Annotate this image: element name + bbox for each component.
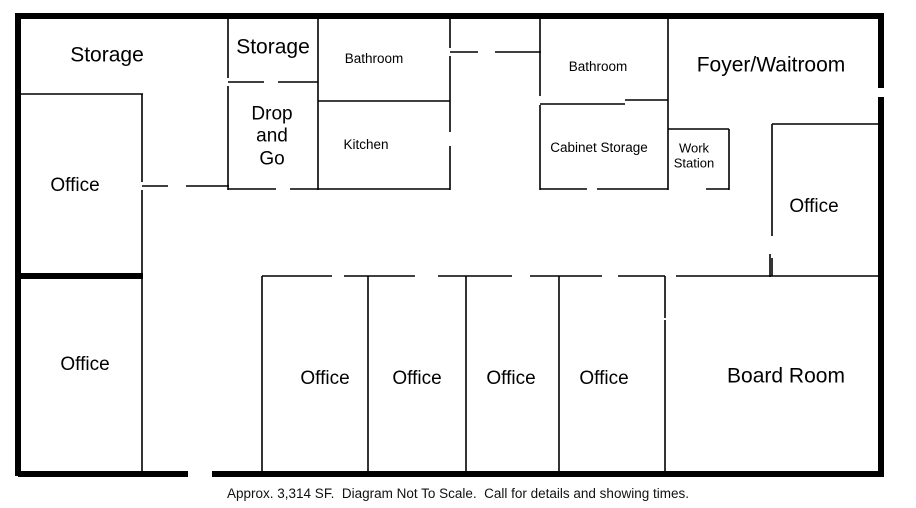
interior-walls bbox=[18, 18, 881, 474]
exterior-walls bbox=[15, 13, 884, 477]
plan-caption: Approx. 3,314 SF. Diagram Not To Scale. … bbox=[227, 486, 689, 501]
